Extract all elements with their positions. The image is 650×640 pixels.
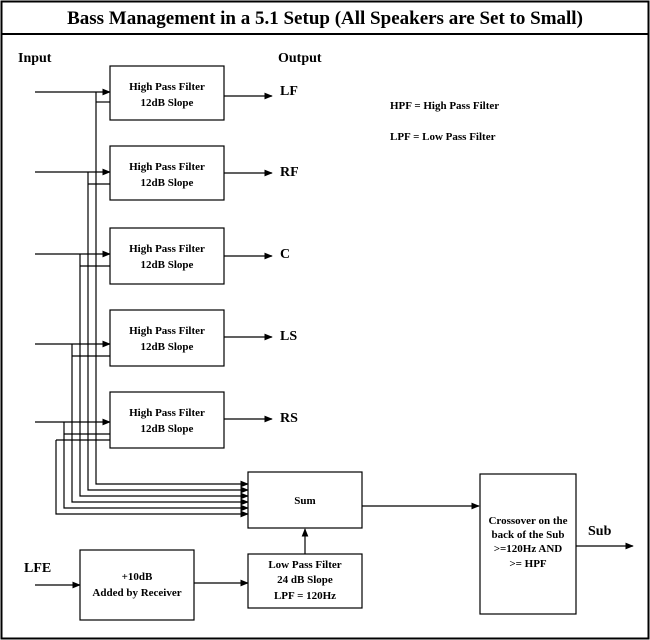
redirect-wire-c <box>79 254 249 500</box>
sub-label: Sub <box>588 524 612 539</box>
crossover-box: Crossover on the back of the Sub >=120Hz… <box>479 473 577 615</box>
hpf-box-ls: High Pass Filter 12dB Slope <box>109 309 225 367</box>
crossover-line2: back of the Sub <box>491 529 564 541</box>
output-header: Output <box>278 51 322 66</box>
lpf-line3: LPF = 120Hz <box>274 590 336 602</box>
lpf-line2: 24 dB Slope <box>277 574 333 586</box>
crossover-line3: >=120Hz AND <box>494 543 563 555</box>
legend-hpf: HPF = High Pass Filter <box>390 100 499 112</box>
redirect-wire-ls <box>71 344 249 506</box>
crossover-line4: >= HPF <box>509 558 547 570</box>
output-label-c: C <box>280 247 290 262</box>
gain-box: +10dB Added by Receiver <box>79 549 195 621</box>
hpf-rf-line1: High Pass Filter <box>129 161 205 173</box>
redirect-wire-rs <box>63 422 249 512</box>
hpf-rs-line1: High Pass Filter <box>129 407 205 419</box>
hpf-box-c: High Pass Filter 12dB Slope <box>109 227 225 285</box>
hpf-box-rs: High Pass Filter 12dB Slope <box>109 391 225 449</box>
hpf-rf-line2: 12dB Slope <box>141 177 194 189</box>
redirect-wire-lf <box>95 92 249 488</box>
hpf-lf-line2: 12dB Slope <box>141 97 194 109</box>
diagram-title: Bass Management in a 5.1 Setup (All Spea… <box>67 8 583 29</box>
bass-redirect-wires <box>55 92 249 518</box>
hpf-rs-line2: 12dB Slope <box>141 423 194 435</box>
output-label-lf: LF <box>280 84 298 99</box>
hpf-c-line1: High Pass Filter <box>129 243 205 255</box>
hpf-c-line2: 12dB Slope <box>141 259 194 271</box>
lpf-line1: Low Pass Filter <box>268 559 341 571</box>
redirect-wire-extra <box>55 440 249 518</box>
legend-lpf: LPF = Low Pass Filter <box>390 131 496 143</box>
lfe-label: LFE <box>24 561 51 576</box>
hpf-ls-line2: 12dB Slope <box>141 341 194 353</box>
gain-line1: +10dB <box>122 571 153 583</box>
output-label-rs: RS <box>280 411 298 426</box>
sum-label: Sum <box>294 495 315 507</box>
hpf-lf-line1: High Pass Filter <box>129 81 205 93</box>
hpf-ls-line1: High Pass Filter <box>129 325 205 337</box>
output-label-ls: LS <box>280 329 297 344</box>
output-label-rf: RF <box>280 165 299 180</box>
hpf-box-rf: High Pass Filter 12dB Slope <box>109 145 225 201</box>
hpf-box-lf: High Pass Filter 12dB Slope <box>109 65 225 121</box>
crossover-line1: Crossover on the <box>488 515 567 527</box>
input-header: Input <box>18 51 52 66</box>
sum-box: Sum <box>247 471 363 529</box>
redirect-wire-rf <box>87 172 249 494</box>
lpf-box: Low Pass Filter 24 dB Slope LPF = 120Hz <box>247 553 363 609</box>
gain-line2: Added by Receiver <box>92 587 181 599</box>
